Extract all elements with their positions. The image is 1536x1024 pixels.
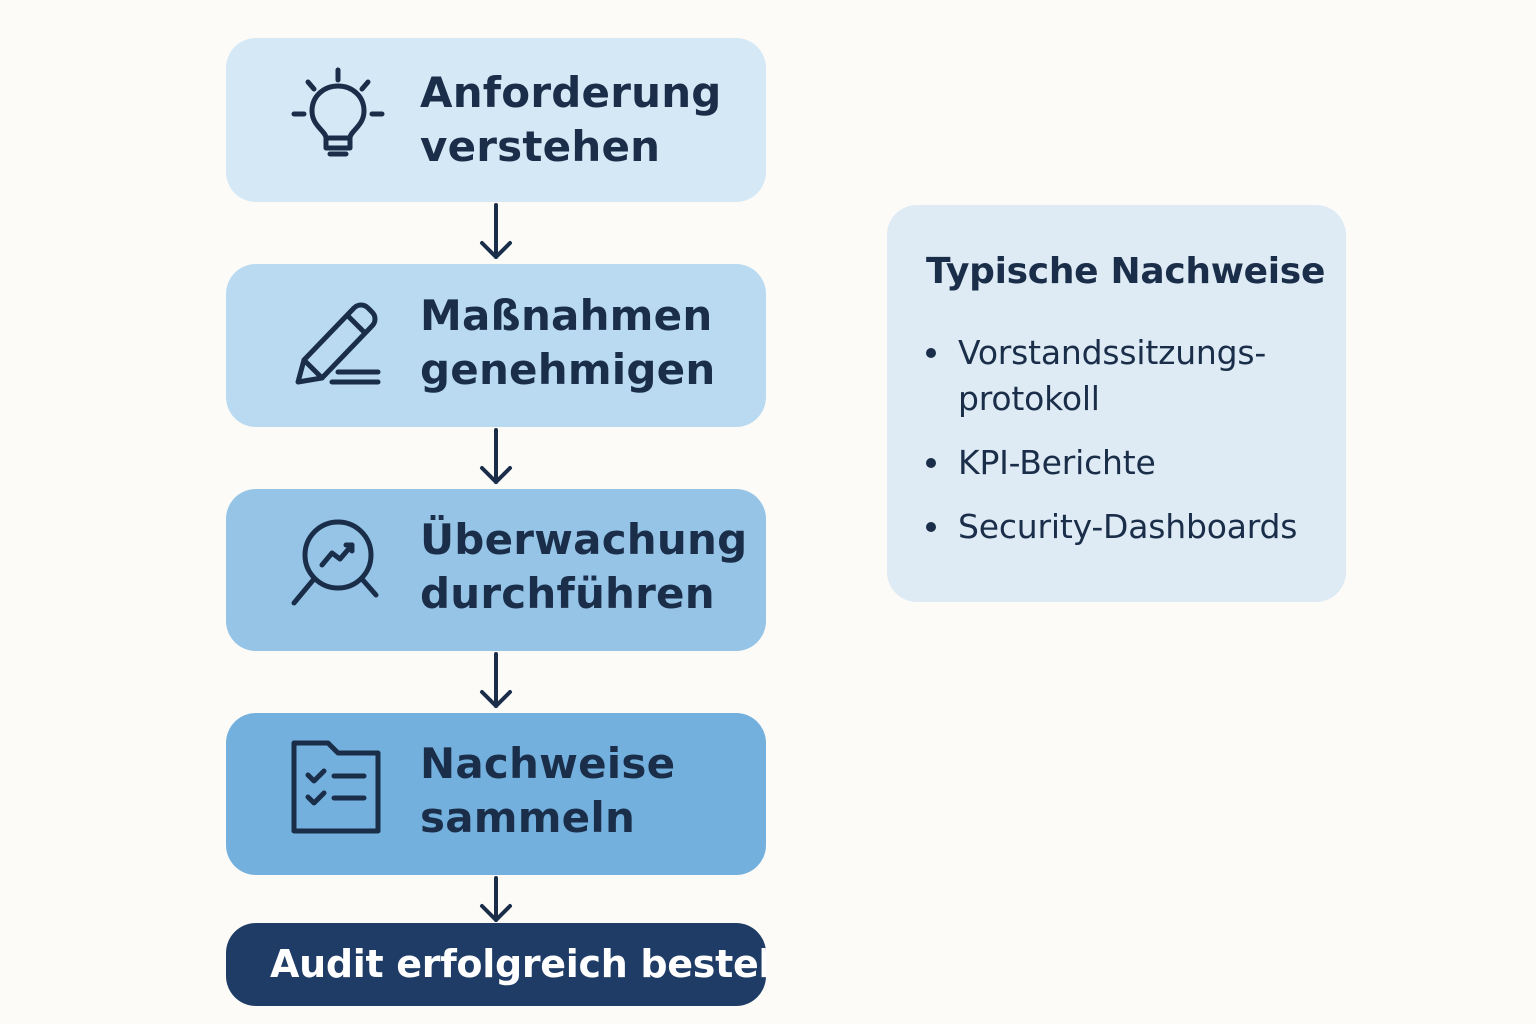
final-step-label: Audit erfolgreich bestehe [270,942,766,986]
arrow-down-icon [476,876,516,926]
pencil-icon [288,290,388,390]
step-box-2: Maßnahmen genehmigen [226,264,766,427]
step-label-1: Anforderung verstehen [420,68,722,171]
evidence-list-item: Vorstandssitzungs- protokoll [925,330,1297,422]
lightbulb-icon [288,66,388,166]
evidence-list-item: Security-Dashboards [925,504,1297,550]
step-box-3: Überwachung durchführen [226,489,766,651]
arrow-down-icon [476,652,516,712]
checklist-folder-icon [288,739,388,839]
evidence-list-item: KPI-Berichte [925,440,1297,486]
arrow-down-icon [476,203,516,263]
evidence-info-box: Typische Nachweise Vorstandssitzungs- pr… [887,205,1346,602]
step-label-3: Überwachung durchführen [420,515,748,618]
step-label-2: Maßnahmen genehmigen [420,291,716,394]
arrow-down-icon [476,428,516,488]
step-box-4: Nachweise sammeln [226,713,766,875]
info-box-title: Typische Nachweise [926,251,1326,292]
magnifier-chart-icon [288,513,388,613]
step-label-4: Nachweise sammeln [420,739,676,842]
evidence-list: Vorstandssitzungs- protokoll KPI-Bericht… [925,330,1297,568]
final-step-box: Audit erfolgreich bestehe [226,923,766,1006]
step-box-1: Anforderung verstehen [226,38,766,202]
